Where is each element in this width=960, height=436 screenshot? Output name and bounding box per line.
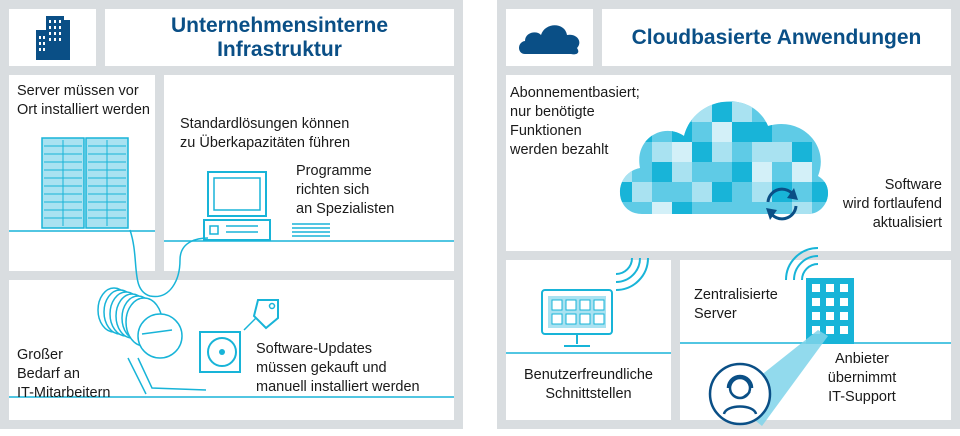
- label-subscription-line4: werden bezahlt: [510, 142, 609, 158]
- software-cd-icon: [199, 331, 241, 373]
- label-staff-line1: Großer: [17, 347, 63, 363]
- cloud-mosaic-icon: [619, 101, 829, 215]
- label-support-line3: IT-Support: [828, 389, 896, 405]
- label-subscription-line2: nur benötigte: [510, 104, 595, 120]
- label-staff-line2: Bedarf an: [17, 366, 80, 382]
- label-support-line1: Anbieter: [834, 351, 889, 367]
- server-rack-icon: [41, 137, 129, 229]
- label-subscription-line3: Funktionen: [510, 123, 582, 139]
- cloud-logo-icon: [519, 25, 580, 55]
- right-title-box: [602, 9, 951, 66]
- network-cables: [129, 229, 209, 298]
- label-overcapacity-line1: Standardlösungen können: [180, 116, 350, 132]
- label-continuous-updates: Software wird fortlaufend aktualisiert: [826, 176, 942, 233]
- label-central-line1: Zentralisierte: [694, 287, 778, 303]
- touch-monitor-icon: [541, 289, 613, 347]
- label-software-updates: Software-Updates müssen gekauft und manu…: [256, 340, 420, 397]
- label-central-line2: Server: [694, 306, 737, 322]
- label-servers-onsite: Server müssen vor Ort installiert werden: [17, 82, 150, 120]
- label-continuous-updates-line1: Software: [884, 177, 942, 193]
- right-title: Cloudbasierte Anwendungen: [631, 26, 922, 49]
- label-specialists-line3: an Spezialisten: [296, 201, 395, 217]
- document-lines-icon: [292, 223, 330, 237]
- left-title-line2: Infrastruktur: [217, 38, 342, 61]
- refresh-icon: [766, 187, 798, 221]
- label-specialists-line1: Programme: [296, 163, 372, 179]
- label-updates-line1: Software-Updates: [256, 341, 373, 357]
- label-specialists: Programme richten sich an Spezialisten: [296, 162, 394, 219]
- building-icon: [36, 16, 70, 60]
- wifi-signal-icon-left: [615, 257, 649, 291]
- label-servers-onsite-line2: Ort installiert werden: [17, 102, 150, 118]
- label-interfaces-line1: Benutzerfreundliche: [524, 367, 653, 383]
- label-servers-onsite-line1: Server müssen vor: [17, 83, 139, 99]
- wifi-signal-icon-right: [785, 247, 819, 281]
- left-title: Unternehmensinterne Infrastruktur: [105, 14, 454, 62]
- label-specialists-line2: richten sich: [296, 182, 370, 198]
- label-it-support: Anbieter übernimmt IT-Support: [812, 350, 912, 407]
- label-continuous-updates-line2: wird fortlaufend: [842, 196, 942, 212]
- label-support-line2: übernimmt: [827, 370, 897, 386]
- left-title-line1: Unternehmensinterne: [170, 14, 389, 37]
- floor-line-interface: [506, 352, 671, 354]
- floor-line-staff: [9, 396, 454, 398]
- right-interface-box: [506, 260, 671, 420]
- label-overcapacity-line2: zu Überkapazitäten führen: [180, 135, 351, 151]
- price-tag-icon: [243, 299, 279, 331]
- server-building-icon: [806, 278, 854, 344]
- label-staff-demand: Großer Bedarf an IT-Mitarbeitern: [17, 346, 110, 403]
- it-staff-icon: [97, 287, 207, 395]
- label-overcapacity: Standardlösungen können zu Überkapazität…: [180, 115, 350, 153]
- label-interfaces-line2: Schnittstellen: [545, 386, 632, 402]
- label-subscription-line1: Abonnementbasiert;: [510, 85, 640, 101]
- label-subscription: Abonnementbasiert; nur benötigte Funktio…: [510, 84, 640, 160]
- label-continuous-updates-line3: aktualisiert: [872, 215, 942, 231]
- label-user-interfaces: Benutzerfreundliche Schnittstellen: [506, 366, 671, 404]
- left-title-box: [105, 9, 454, 66]
- label-updates-line2: müssen gekauft und: [256, 360, 387, 376]
- support-agent-icon: [708, 362, 772, 426]
- label-central-servers: Zentralisierte Server: [694, 286, 778, 324]
- label-updates-line3: manuell installiert werden: [256, 379, 420, 395]
- label-staff-line3: IT-Mitarbeitern: [17, 385, 111, 401]
- computer-icon: [203, 171, 271, 241]
